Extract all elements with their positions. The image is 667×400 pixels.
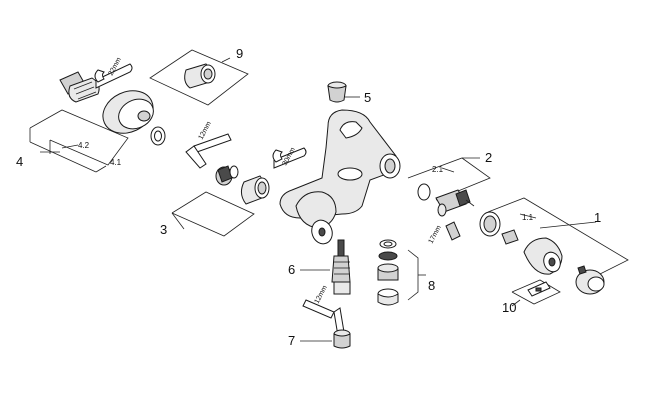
part-labels: 9 4 4.2 4.1 3 5 2 2.1 1 1.1 6 7 8 10	[16, 46, 601, 348]
label-part-9: 9	[236, 46, 243, 61]
label-part-5: 5	[364, 90, 371, 105]
label-part-1-1: 1.1	[522, 213, 534, 222]
label-part-10: 10	[502, 300, 516, 315]
leader-lines	[29, 49, 629, 342]
part-10-key	[527, 281, 551, 297]
part-3-union	[215, 165, 270, 205]
wrench-22mm	[94, 63, 133, 89]
label-part-4-2: 4.2	[78, 141, 90, 150]
socket-17mm	[445, 221, 461, 241]
part-9-box	[149, 49, 249, 106]
label-part-2: 2	[485, 150, 492, 165]
part-6-diverter	[331, 239, 351, 295]
part-5-cap	[327, 81, 347, 103]
label-part-1: 1	[594, 210, 601, 225]
part-4-connector	[59, 71, 100, 103]
label-part-4: 4	[16, 154, 23, 169]
label-part-3: 3	[160, 222, 167, 237]
dim-17mm: 17mm	[428, 224, 443, 245]
part-9-extension	[184, 63, 216, 89]
part-4-1-washer	[150, 126, 166, 146]
mixer-body	[279, 109, 401, 245]
label-part-6: 6	[288, 262, 295, 277]
dim-12mm-lower: 12mm	[314, 284, 329, 305]
part-4-rosette	[102, 90, 154, 134]
wrench-30mm	[272, 147, 307, 169]
part-8-seals	[377, 239, 399, 306]
part-1-handle	[479, 211, 605, 295]
label-part-7: 7	[288, 333, 295, 348]
part-7-aerator	[333, 329, 351, 349]
dim-12mm-upper: 12mm	[198, 120, 213, 141]
label-part-8: 8	[428, 278, 435, 293]
label-part-4-1: 4.1	[110, 158, 122, 167]
hex-key-12mm	[185, 133, 232, 169]
part-2-cartridge	[417, 183, 475, 217]
label-part-2-1: 2.1	[432, 165, 444, 174]
